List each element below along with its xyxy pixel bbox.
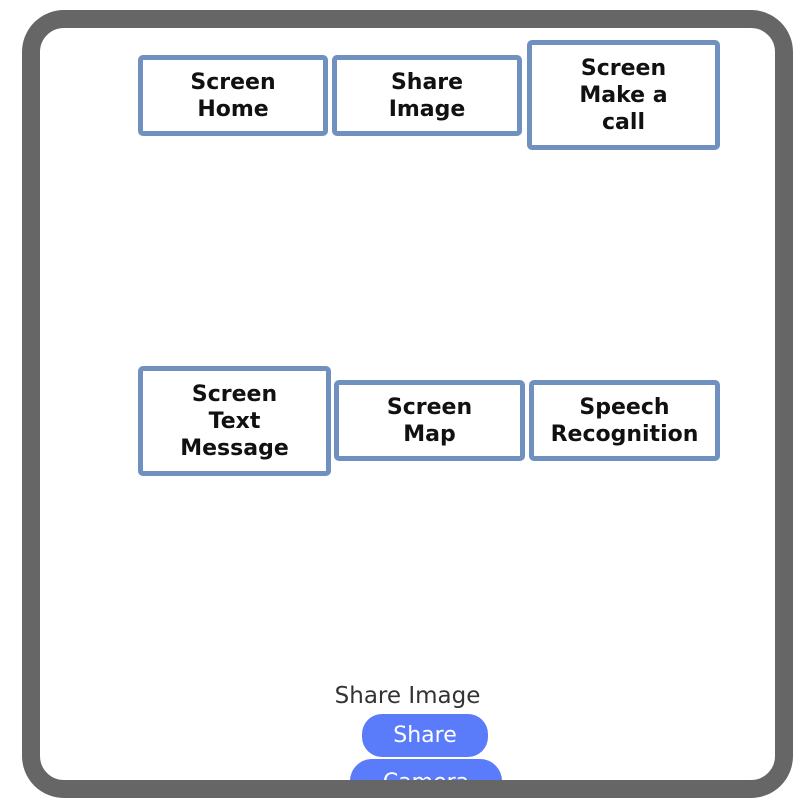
share-image-caption: Share Image [334,683,481,709]
screen-text-message-button[interactable]: Screen Text Message [138,366,331,476]
device-frame: Screen Home Share Image Screen Make a ca… [22,10,793,798]
screen-home-button[interactable]: Screen Home [138,55,328,136]
screen-text-message-label: Screen Text Message [180,381,289,461]
speech-recognition-button[interactable]: Speech Recognition [529,380,720,461]
screen-map-label: Screen Map [386,394,473,447]
screen-map-button[interactable]: Screen Map [334,380,525,461]
share-image-label: Share Image [388,69,466,122]
camera-button[interactable]: Camera [350,759,502,780]
share-image-button[interactable]: Share Image [332,55,522,136]
screen-make-a-call-button[interactable]: Screen Make a call [527,40,720,150]
share-button[interactable]: Share [362,714,488,757]
screen-home-label: Screen Home [190,69,276,122]
screen-make-a-call-label: Screen Make a call [579,55,668,135]
speech-recognition-label: Speech Recognition [550,394,699,447]
